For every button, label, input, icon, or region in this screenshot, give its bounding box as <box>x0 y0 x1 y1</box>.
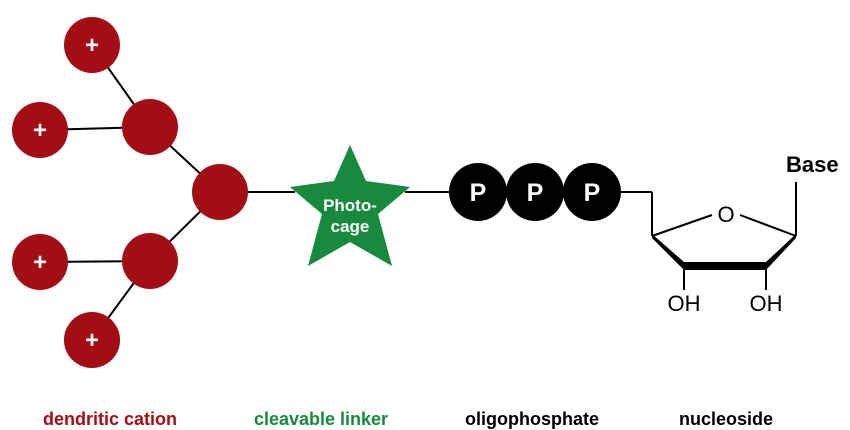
phosphate-sphere <box>563 163 621 221</box>
plus-charge-label: + <box>85 32 99 59</box>
plus-charge-label: + <box>33 117 47 144</box>
phosphate-label: P <box>470 179 487 207</box>
phosphate-label: P <box>527 179 544 207</box>
cleavable-linker: Photo- cage <box>290 145 410 266</box>
phosphate-sphere <box>506 163 564 221</box>
ring-wedge-right <box>766 234 796 270</box>
plus-charge-label: + <box>85 327 99 354</box>
hydroxyl-left-label: OH <box>668 291 701 316</box>
photocage-label-line1: Photo- <box>323 196 377 215</box>
ring-oxygen-label: O <box>717 202 734 227</box>
cation-charge-sphere <box>64 312 120 368</box>
phosphate-sphere <box>449 163 507 221</box>
base-label: Base <box>786 152 839 177</box>
cation-branch-upper <box>122 99 178 155</box>
ring-wedge-left <box>652 234 684 270</box>
cation-charge-sphere <box>12 234 68 290</box>
hydroxyl-right-label: OH <box>750 291 783 316</box>
plus-charge-label: + <box>33 249 47 276</box>
oligophosphate: P P P <box>449 163 652 221</box>
dendritic-cation: + + + + <box>12 17 248 368</box>
nucleoside <box>651 182 797 290</box>
cation-charge-sphere <box>64 17 120 73</box>
photocage-label-line2: cage <box>331 217 370 236</box>
cation-branch-core <box>192 164 248 220</box>
cation-branch-lower <box>122 233 178 289</box>
cation-charge-sphere <box>12 102 68 158</box>
photocage-star <box>290 145 410 266</box>
phosphate-label: P <box>584 179 601 207</box>
